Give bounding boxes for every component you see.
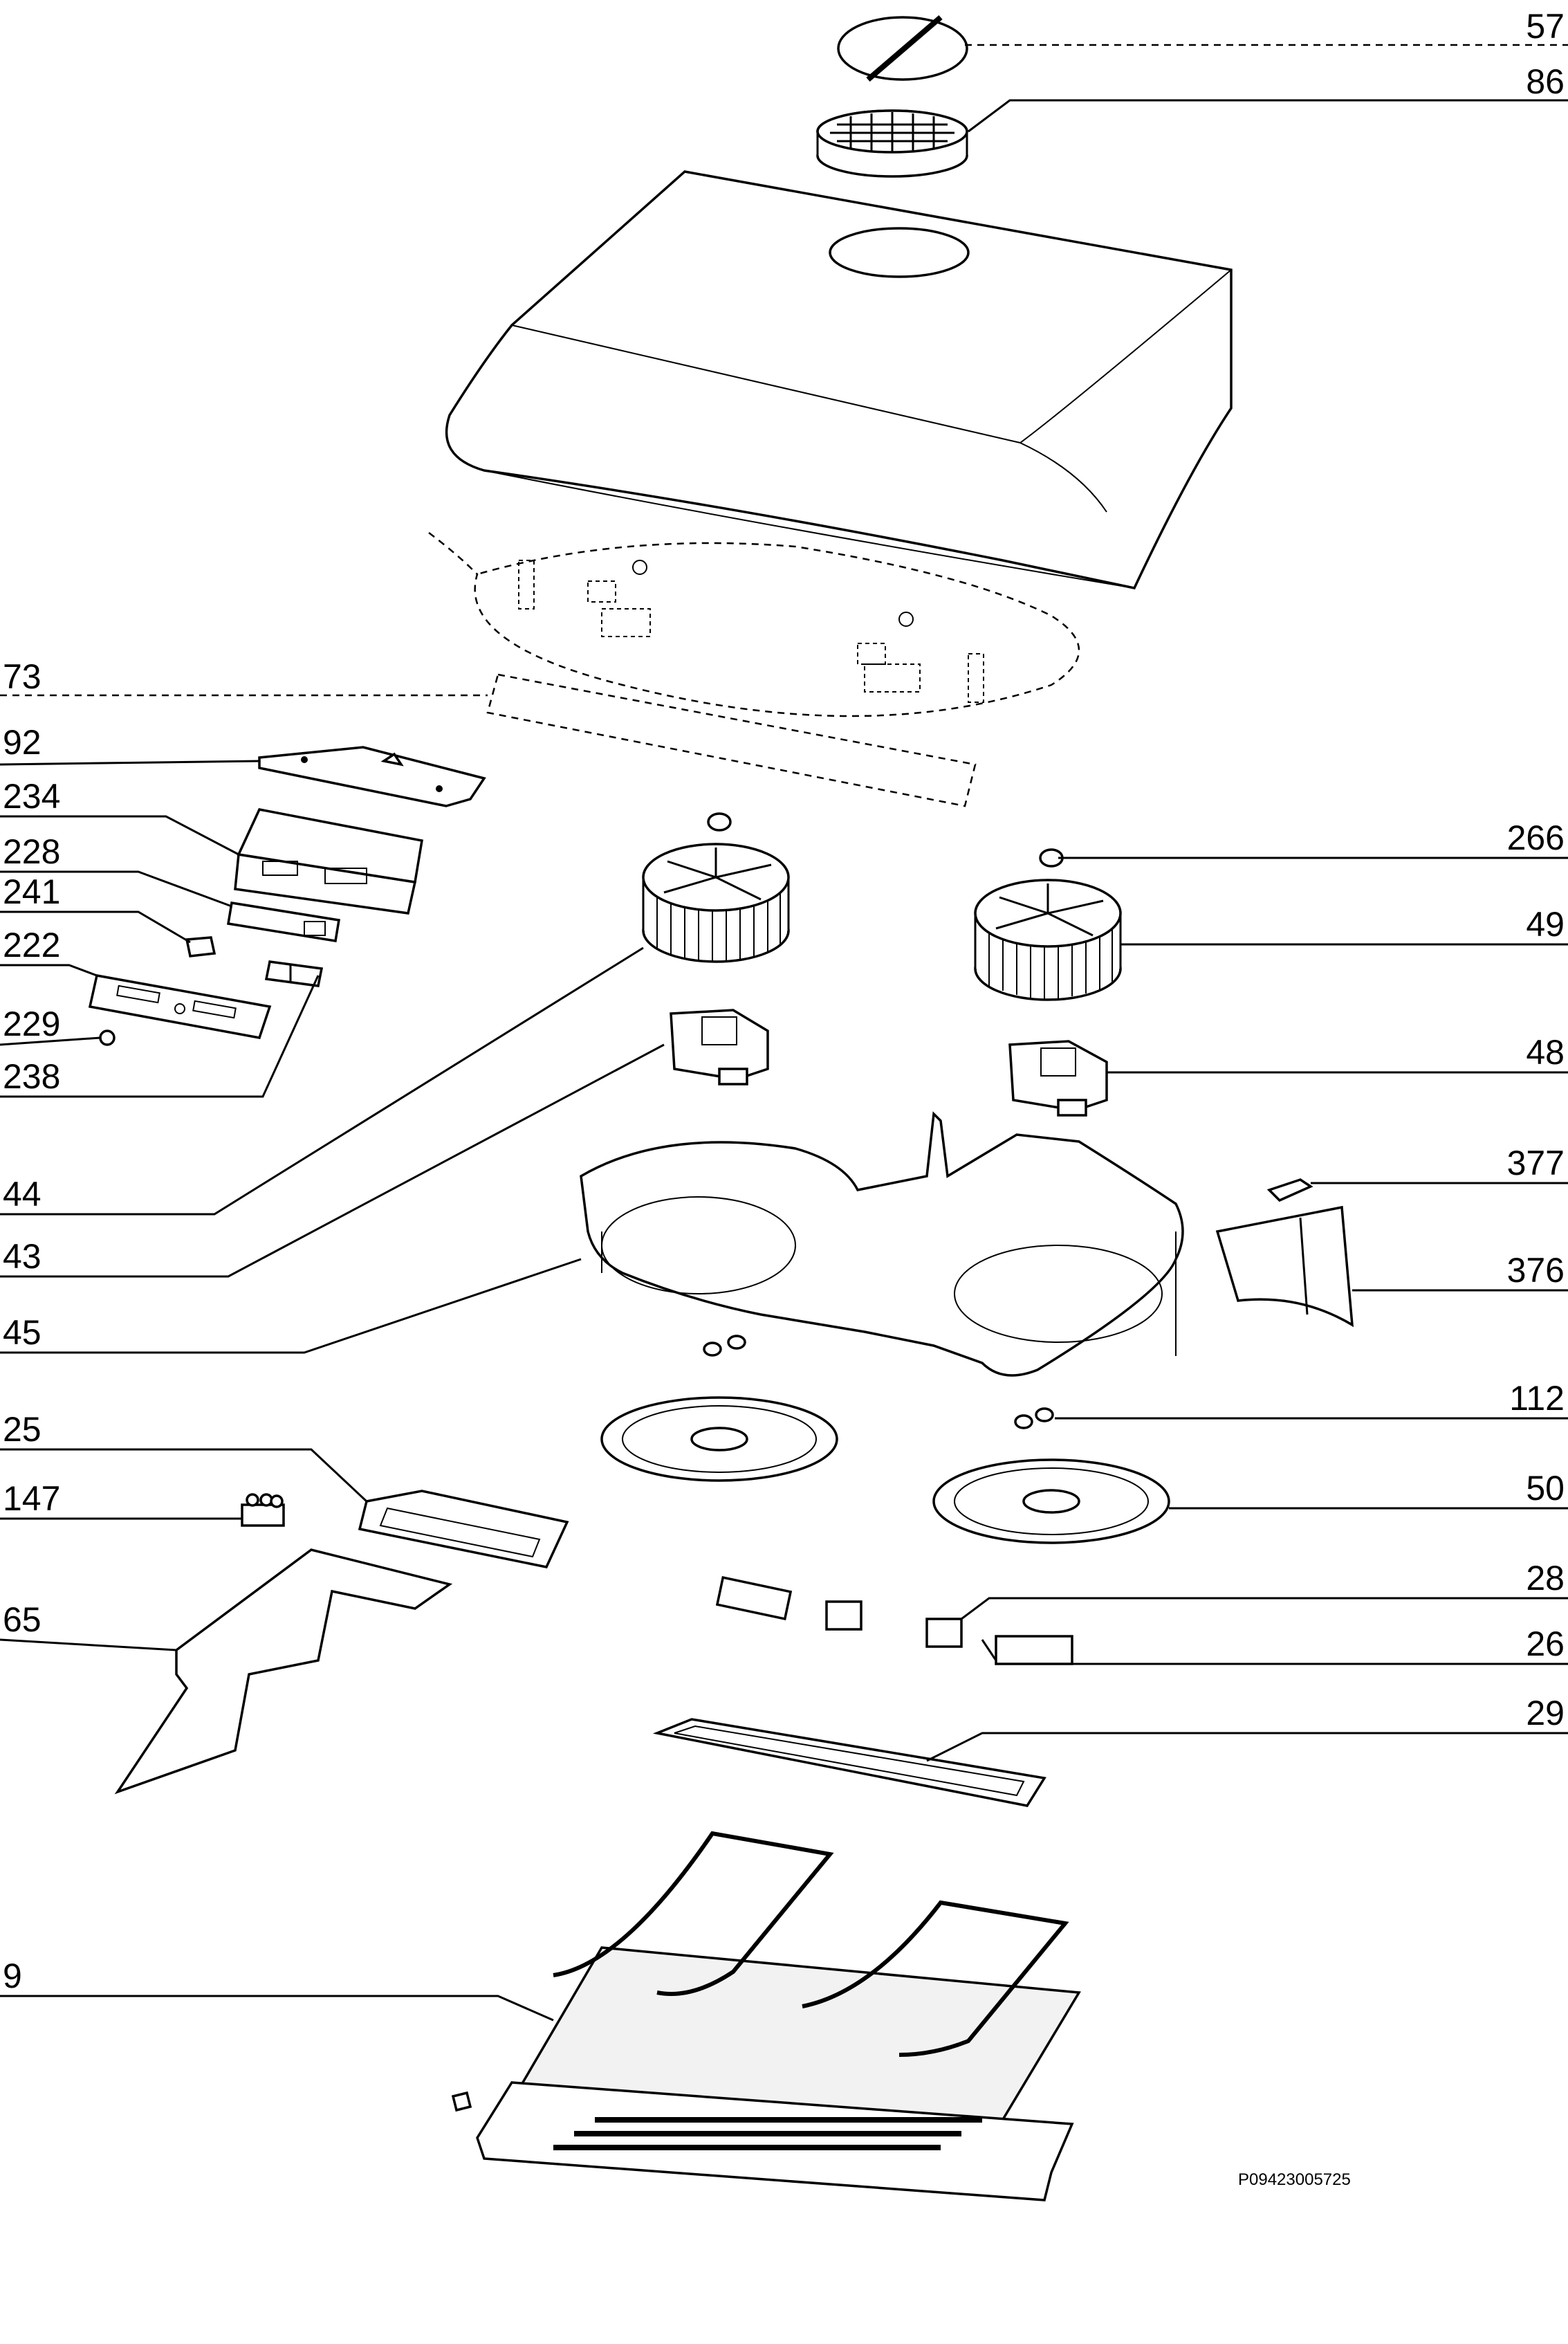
part-grille-ring: [816, 109, 968, 178]
callout-266: 266: [1507, 818, 1565, 857]
drawing-code: P09423005725: [1238, 2170, 1351, 2189]
callout-50: 50: [1526, 1469, 1565, 1508]
part-frame: [114, 1548, 453, 1795]
part-air-deflector: [1215, 1205, 1354, 1328]
callout-73: 73: [3, 657, 41, 696]
callout-25: 25: [3, 1410, 41, 1449]
callout-241: 241: [3, 872, 60, 911]
part-lamp-holder: [715, 1575, 963, 1648]
callout-229: 229: [3, 1005, 60, 1043]
callout-26: 26: [1526, 1624, 1565, 1663]
part-clip: [1266, 1178, 1313, 1202]
callout-44: 44: [3, 1175, 41, 1214]
callout-147: 147: [3, 1479, 60, 1518]
part-impeller-left: [600, 1396, 838, 1482]
callout-28: 28: [1526, 1559, 1565, 1597]
callout-labels: 57 86 73 92 234 228 241 222 229 238 266 …: [3, 7, 1565, 2189]
part-fan-wheel-left: [642, 843, 790, 963]
callout-43: 43: [3, 1237, 41, 1276]
part-motor-right: [1008, 1040, 1108, 1117]
callout-228: 228: [3, 832, 60, 871]
part-terminal-block: [241, 1493, 285, 1527]
callout-112: 112: [1509, 1379, 1565, 1418]
callout-45: 45: [3, 1313, 41, 1352]
part-lamp-bulb: [981, 1635, 1073, 1665]
callout-65: 65: [3, 1600, 41, 1639]
part-connector: [185, 936, 216, 958]
part-knob: [99, 1029, 116, 1046]
part-lamp-cover: [652, 1718, 1046, 1807]
part-fan-cap: [707, 812, 1064, 868]
part-motor-left: [670, 1009, 769, 1086]
callout-9: 9: [3, 1957, 22, 1995]
callout-222: 222: [3, 926, 60, 964]
part-cap: [837, 15, 968, 82]
part-switch-board: [226, 901, 341, 943]
part-control-box: [234, 808, 424, 915]
callout-48: 48: [1526, 1033, 1565, 1072]
part-switch: [264, 960, 324, 987]
part-hood-housing: [445, 170, 1233, 589]
part-plug: [703, 1335, 1054, 1429]
callout-238: 238: [3, 1057, 60, 1096]
part-strip: [486, 673, 977, 807]
part-plate: [258, 746, 486, 807]
callout-49: 49: [1526, 905, 1565, 944]
part-impeller-right: [932, 1458, 1170, 1544]
part-clip-set: [428, 532, 1080, 717]
leader-lines: [0, 44, 1568, 2022]
callout-376: 376: [1507, 1251, 1565, 1290]
part-control-panel: [88, 973, 272, 1039]
callout-377: 377: [1507, 1144, 1565, 1182]
callout-234: 234: [3, 777, 60, 816]
part-tray: [358, 1490, 569, 1568]
part-fan-wheel-right: [974, 879, 1122, 1001]
callout-29: 29: [1526, 1694, 1565, 1732]
part-scroll-housing: [580, 1111, 1184, 1377]
part-grease-filter: [451, 1831, 1081, 2201]
callout-57: 57: [1526, 7, 1565, 46]
callout-86: 86: [1526, 62, 1565, 101]
callout-92: 92: [3, 723, 41, 762]
